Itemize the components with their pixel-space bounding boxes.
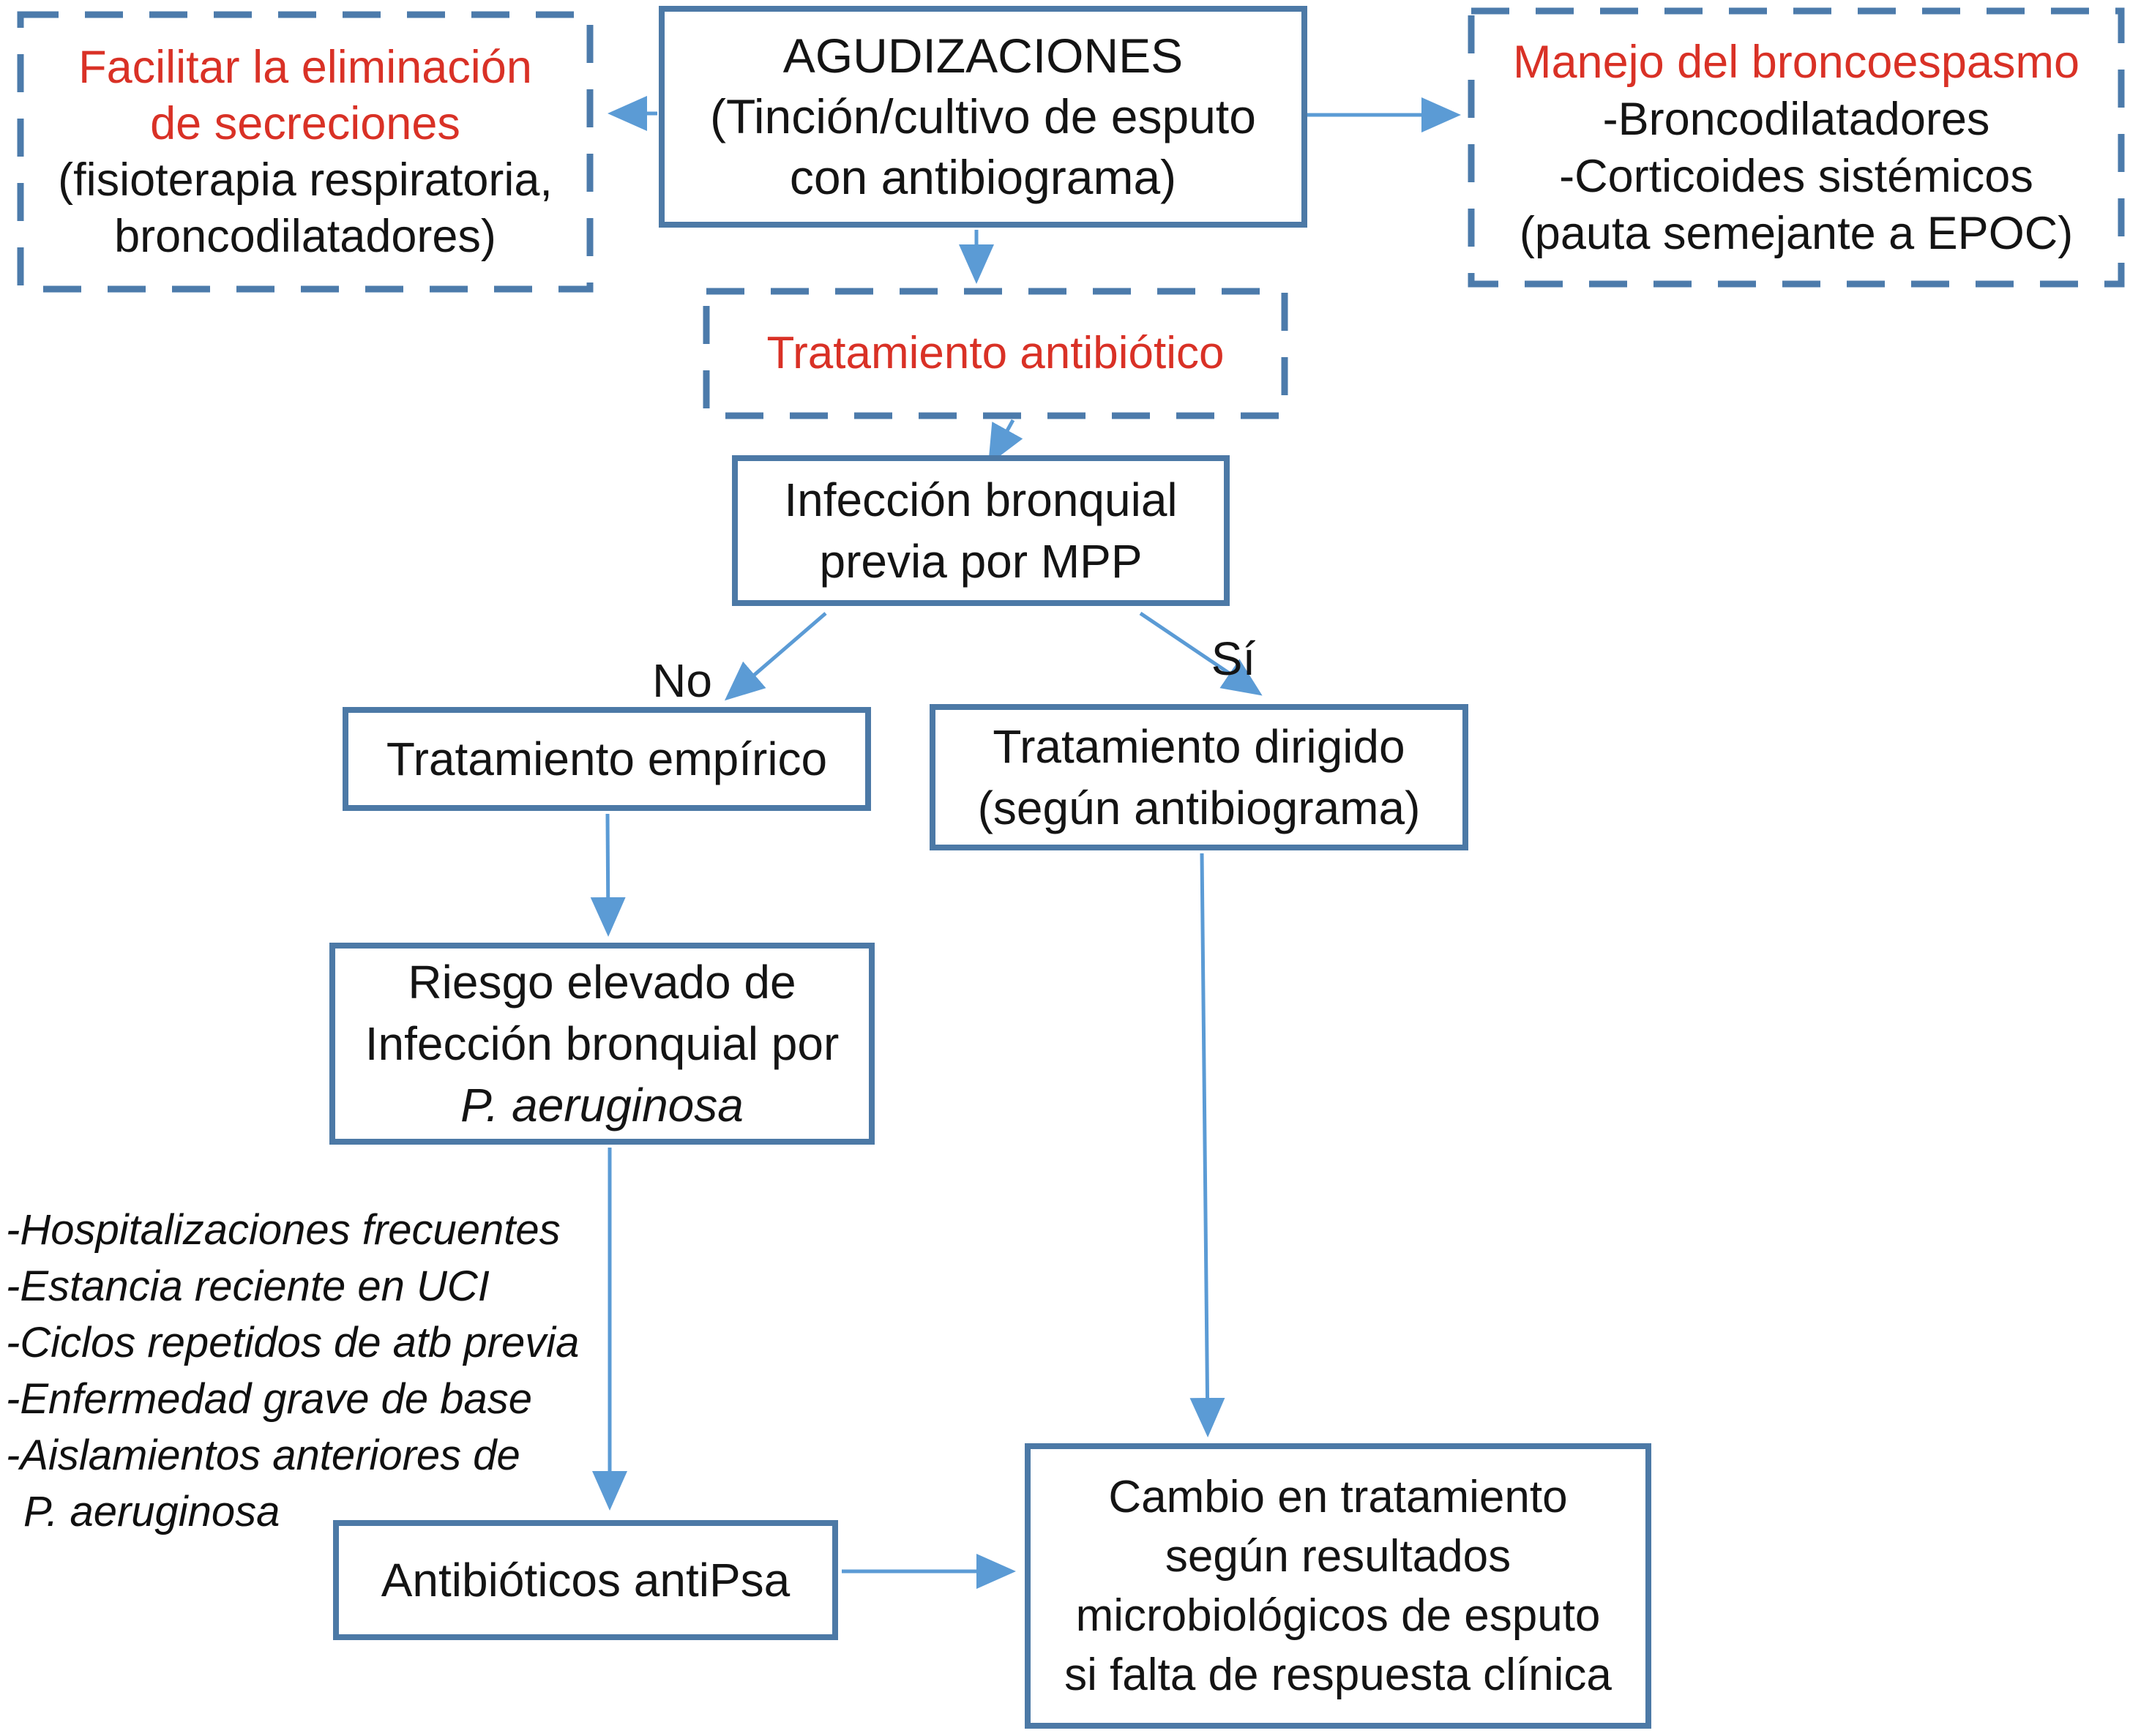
node-text-line: según resultados	[1165, 1531, 1511, 1582]
node-text-line: (pauta semejante a EPOC)	[1519, 207, 2074, 259]
node-text-line: con antibiograma)	[789, 150, 1177, 204]
node-manejo-broncoespasmo: Manejo del broncoespasmo -Broncodilatado…	[1471, 11, 2121, 284]
node-riesgo-elevado: Riesgo elevado de Infección bronquial po…	[329, 943, 875, 1145]
arrow-dirigido-to-cambio	[1189, 853, 1225, 1437]
risk-factor-item: -Ciclos repetidos de atb previa	[6, 1319, 580, 1366]
risk-factor-item: P. aeruginosa	[23, 1488, 280, 1535]
node-text-line: si falta de respuesta clínica	[1064, 1650, 1612, 1700]
risk-factor-item: -Aislamientos anteriores de	[6, 1432, 520, 1479]
node-text-line: Tratamiento antibiótico	[766, 328, 1225, 378]
node-tratamiento-dirigido: Tratamiento dirigido (según antibiograma…	[930, 704, 1468, 850]
node-text-line: (según antibiograma)	[977, 782, 1421, 834]
node-text-line: microbiológicos de esputo	[1075, 1590, 1601, 1641]
node-antibioticos-antipsa: Antibióticos antiPsa	[333, 1520, 838, 1640]
node-tratamiento-empirico: Tratamiento empírico	[343, 707, 871, 811]
node-text-line: de secreciones	[150, 97, 460, 149]
node-text-line: Infección bronquial por	[365, 1017, 840, 1070]
node-text-line: -Broncodilatadores	[1602, 93, 1990, 145]
node-text-line: Tratamiento dirigido	[993, 720, 1405, 773]
branch-label-si: Sí	[1211, 632, 1256, 685]
node-text-line: (fisioterapia respiratoria,	[58, 154, 553, 206]
arrow-no-branch	[724, 612, 827, 701]
node-tratamiento-antibiotico: Tratamiento antibiótico	[706, 291, 1285, 416]
node-text-line: Infección bronquial	[784, 474, 1178, 526]
risk-factor-item: -Enfermedad grave de base	[6, 1375, 532, 1423]
arrow-antibiotico-to-mpp	[988, 419, 1023, 465]
node-text-line: Tratamiento empírico	[386, 733, 828, 785]
node-infeccion-bronquial-mpp: Infección bronquial previa por MPP	[732, 455, 1230, 606]
node-text-line: (Tinción/cultivo de esputo	[710, 89, 1256, 143]
risk-factor-list: -Hospitalizaciones frecuentes -Estancia …	[6, 1202, 635, 1540]
node-text-line: broncodilatadores)	[114, 210, 496, 262]
node-text-line: Riesgo elevado de	[408, 956, 796, 1009]
node-agudizaciones: AGUDIZACIONES (Tinción/cultivo de esputo…	[659, 6, 1307, 228]
branch-label-no: No	[652, 654, 712, 707]
node-text-line: previa por MPP	[819, 535, 1143, 588]
node-text-line: P. aeruginosa	[460, 1079, 744, 1131]
node-facilitar-eliminacion: Facilitar la eliminación de secreciones …	[20, 15, 590, 289]
node-text-line: Antibióticos antiPsa	[381, 1554, 791, 1606]
node-cambio-tratamiento: Cambio en tratamiento según resultados m…	[1025, 1443, 1651, 1729]
node-text-line: Facilitar la eliminación	[78, 41, 532, 93]
node-text-line: Manejo del broncoespasmo	[1513, 36, 2079, 88]
risk-factor-item: -Estancia reciente en UCI	[6, 1262, 490, 1310]
risk-factor-item: -Hospitalizaciones frecuentes	[6, 1206, 561, 1254]
node-text-line: Cambio en tratamiento	[1108, 1472, 1568, 1522]
node-text-line: -Corticoides sistémicos	[1559, 150, 2033, 202]
node-text-line: AGUDIZACIONES	[782, 29, 1184, 83]
